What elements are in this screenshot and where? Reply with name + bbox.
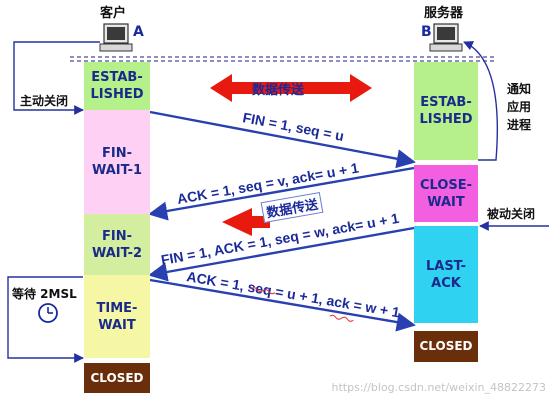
server-letter: B <box>421 24 432 40</box>
clock-icon <box>38 303 58 323</box>
fin2-arrow <box>148 226 415 282</box>
notify-app-label: 通知 应用 进程 <box>507 82 532 132</box>
client-state-closed: CLOSED <box>84 363 150 393</box>
passive-close-label: 被动关闭 <box>487 207 536 221</box>
fin1-arrow <box>149 110 416 169</box>
client-computer-icon <box>99 23 133 52</box>
data-transfer-label-top: 数据传送 <box>252 83 305 98</box>
active-close-arrow <box>13 41 100 115</box>
client-name: 客户 <box>100 6 127 21</box>
server-state-last-ack: LAST- ACK <box>414 226 478 323</box>
squiggle-underline <box>250 287 354 322</box>
wait-2msl-arrow <box>7 276 84 363</box>
active-close-label: 主动关闭 <box>20 94 69 108</box>
wait-2msl-label: 等待 2MSL <box>12 287 77 301</box>
notify-app-arrow <box>463 41 499 161</box>
data-transfer-arrow-top <box>210 74 372 102</box>
server-state-close-wait: CLOSE- WAIT <box>414 165 478 222</box>
client-state-fin-wait-1: FIN- WAIT-1 <box>84 110 150 214</box>
client-state-fin-wait-2: FIN- WAIT-2 <box>84 214 150 275</box>
server-name: 服务器 <box>424 6 464 21</box>
server-state-closed: CLOSED <box>414 331 478 362</box>
client-letter: A <box>133 24 144 40</box>
data-transfer-arrow-bottom <box>222 208 270 236</box>
server-computer-icon <box>429 23 463 52</box>
server-state-established: ESTAB- LISHED <box>414 62 478 160</box>
ack2-label: ACK = 1, seq = u + 1, ack = w + 1 <box>185 268 401 320</box>
client-state-established: ESTAB- LISHED <box>84 62 150 110</box>
ack1-arrow <box>148 166 415 221</box>
ack2-arrow <box>149 278 416 332</box>
client-state-time-wait: TIME- WAIT <box>84 275 150 358</box>
watermark: https://blog.csdn.net/weixin_48822273 <box>331 381 546 394</box>
